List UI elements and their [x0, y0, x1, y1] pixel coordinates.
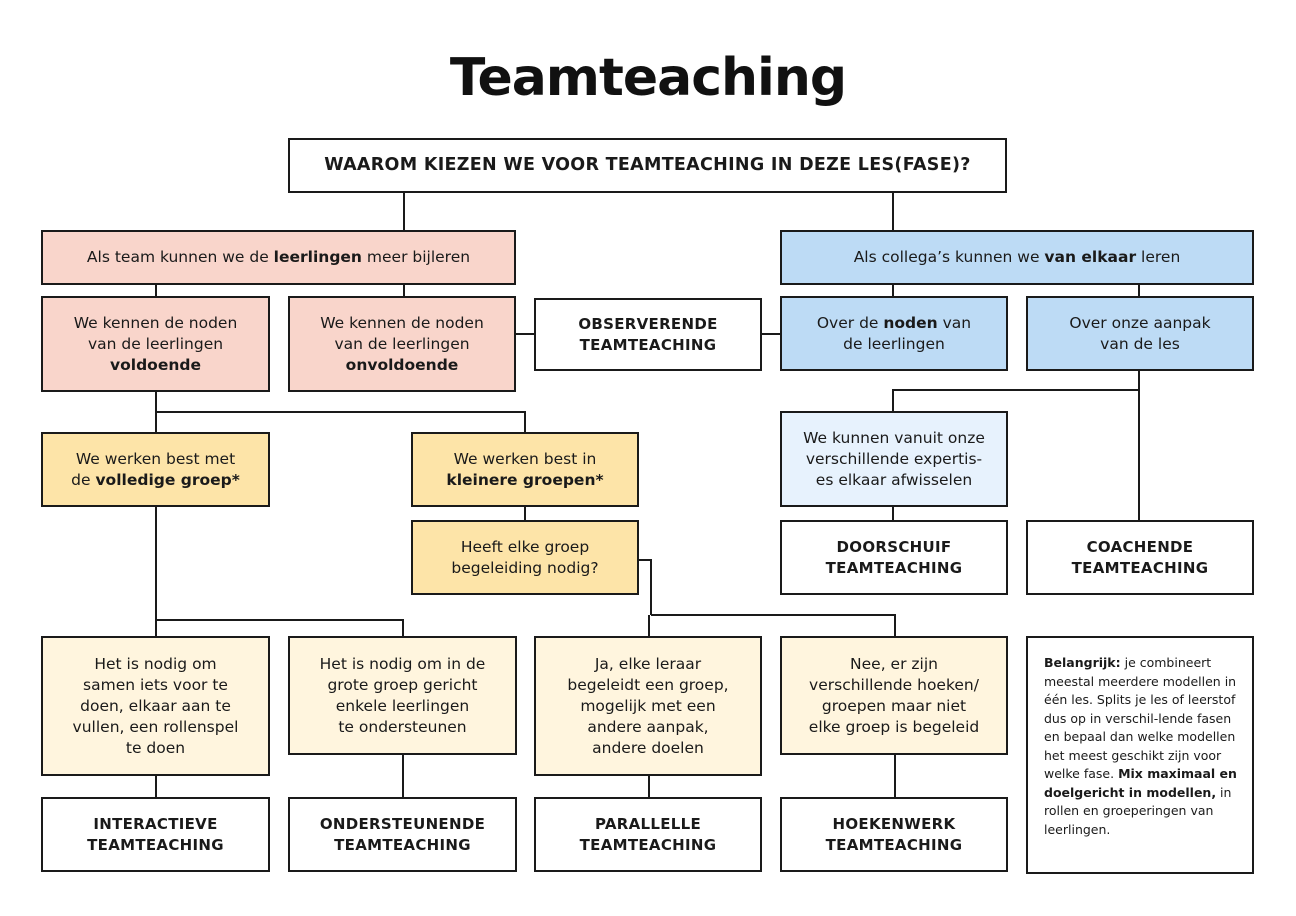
text: Ja, elke leraar [594, 654, 702, 673]
text-bold: onvoldoende [345, 355, 459, 374]
connector [156, 619, 404, 638]
text-bold: noden [883, 313, 938, 332]
text: andere doelen [592, 738, 704, 757]
text: TEAMTEACHING [825, 558, 963, 577]
text: Over de [816, 313, 884, 332]
text: Het is nodig om [94, 654, 217, 673]
text-bold: leerlingen [273, 248, 362, 266]
text: andere aanpak, [587, 717, 709, 736]
question-text: WAAROM KIEZEN WE VOOR TEAMTEACHING IN DE… [324, 155, 971, 175]
text: HOEKENWERK [832, 814, 956, 833]
expertise-box: We kunnen vanuit onze verschillende expe… [780, 411, 1008, 507]
note-text: in rollen en groeperingen van leerlingen… [1044, 784, 1232, 837]
model-parallelle: PARALLELLE TEAMTEACHING [534, 797, 762, 872]
model-ondersteunende: ONDERSTEUNENDE TEAMTEACHING [288, 797, 517, 872]
text: Nee, er zijn [850, 654, 938, 673]
text: van [937, 313, 972, 332]
text: elke groep is begeleid [808, 717, 980, 736]
model-observerende: OBSERVERENDE TEAMTEACHING [534, 298, 762, 371]
text: de [71, 470, 96, 489]
text: Als team kunnen we de [86, 248, 274, 266]
needs-known-box: We kennen de noden van de leerlingen vol… [41, 296, 270, 392]
text: verschillende expertis- [805, 449, 983, 468]
about-approach-box: Over onze aanpak van de les [1026, 296, 1254, 371]
yes-each-box: Ja, elke leraar begeleidt een groep, mog… [534, 636, 762, 776]
text: Als collega’s kunnen we [853, 248, 1045, 266]
branch-colleagues: Als collega’s kunnen we van elkaar leren [780, 230, 1254, 285]
text: We werken best in [453, 449, 597, 468]
text: meer bijleren [361, 248, 471, 266]
page-title: Teamteaching [449, 48, 847, 108]
connector [638, 559, 652, 615]
guidance-question-box: Heeft elke groep begeleiding nodig? [411, 520, 639, 595]
text: groepen maar niet [821, 696, 967, 715]
needs-unknown-box: We kennen de noden van de leerlingen onv… [288, 296, 516, 392]
text: Over onze aanpak [1069, 313, 1211, 332]
text: TEAMTEACHING [87, 835, 224, 854]
text: We kunnen vanuit onze [803, 428, 985, 447]
text: COACHENDE [1086, 537, 1194, 556]
text: TEAMTEACHING [579, 335, 717, 354]
model-coachende: COACHENDE TEAMTEACHING [1026, 520, 1254, 595]
text: Het is nodig om in de [319, 654, 486, 673]
text: te doen [125, 738, 186, 757]
text: van de leerlingen [87, 334, 224, 353]
no-corners-box: Nee, er zijn verschillende hoeken/ groep… [780, 636, 1008, 755]
text: PARALLELLE [594, 814, 702, 833]
text: doen, elkaar aan te [80, 696, 231, 715]
support-some-box: Het is nodig om in de grote groep gerich… [288, 636, 517, 755]
text: te ondersteunen [338, 717, 467, 736]
branch-learners-text: Als team kunnen we de leerlingen meer bi… [87, 247, 470, 268]
note-bold: Belangrijk: [1044, 655, 1121, 670]
central-question: WAAROM KIEZEN WE VOOR TEAMTEACHING IN DE… [288, 138, 1007, 193]
connector [651, 614, 896, 638]
smaller-groups-box: We werken best in kleinere groepen* [411, 432, 639, 507]
text: es elkaar afwisselen [815, 470, 973, 489]
connector [892, 389, 1139, 413]
text: van de leerlingen [334, 334, 470, 353]
text: begeleiding nodig? [451, 558, 599, 577]
text: INTERACTIEVE [93, 814, 218, 833]
text: leren [1136, 248, 1181, 266]
model-interactieve: INTERACTIEVE TEAMTEACHING [41, 797, 270, 872]
text: We kennen de noden [73, 313, 238, 332]
text: DOORSCHUIF [836, 537, 952, 556]
note-bold: Mix maximaal en doelgericht in modellen, [1044, 766, 1237, 800]
important-note: Belangrijk: je combineert meestal meerde… [1026, 636, 1254, 874]
text: TEAMTEACHING [825, 835, 963, 854]
branch-learners: Als team kunnen we de leerlingen meer bi… [41, 230, 516, 285]
text: OBSERVERENDE [578, 314, 718, 333]
text: verschillende hoeken/ [809, 675, 979, 694]
full-group-box: We werken best met de volledige groep* [41, 432, 270, 507]
text: begeleidt een groep, [567, 675, 729, 694]
text: TEAMTEACHING [1071, 558, 1209, 577]
text: Heeft elke groep [460, 537, 590, 556]
full-group-line2: de volledige groep* [71, 470, 240, 491]
text-bold: kleinere groepen* [446, 470, 604, 489]
connector [156, 411, 526, 434]
text: mogelijk met een [580, 696, 716, 715]
note-text: je combineert meestal meerdere modellen … [1044, 655, 1237, 781]
model-hoekenwerk: HOEKENWERK TEAMTEACHING [780, 797, 1008, 872]
about-needs-line1: Over de noden van [817, 313, 971, 334]
text: samen iets voor te [83, 675, 228, 694]
about-needs-box: Over de noden van de leerlingen [780, 296, 1008, 371]
text-bold: van elkaar [1044, 248, 1137, 266]
model-doorschuif: DOORSCHUIF TEAMTEACHING [780, 520, 1008, 595]
together-box: Het is nodig om samen iets voor te doen,… [41, 636, 270, 776]
text: vullen, een rollenspel [72, 717, 239, 736]
text: We kennen de noden [320, 313, 484, 332]
text: TEAMTEACHING [579, 835, 717, 854]
text-bold: voldoende [110, 355, 201, 374]
text: enkele leerlingen [335, 696, 470, 715]
text: TEAMTEACHING [334, 835, 471, 854]
text: van de les [1100, 334, 1180, 353]
text: We werken best met [75, 449, 236, 468]
text: grote groep gericht [327, 675, 478, 694]
text-bold: volledige groep* [95, 470, 240, 489]
text: ONDERSTEUNENDE [319, 814, 486, 833]
text: de leerlingen [843, 334, 945, 353]
branch-colleagues-text: Als collega’s kunnen we van elkaar leren [854, 247, 1181, 268]
